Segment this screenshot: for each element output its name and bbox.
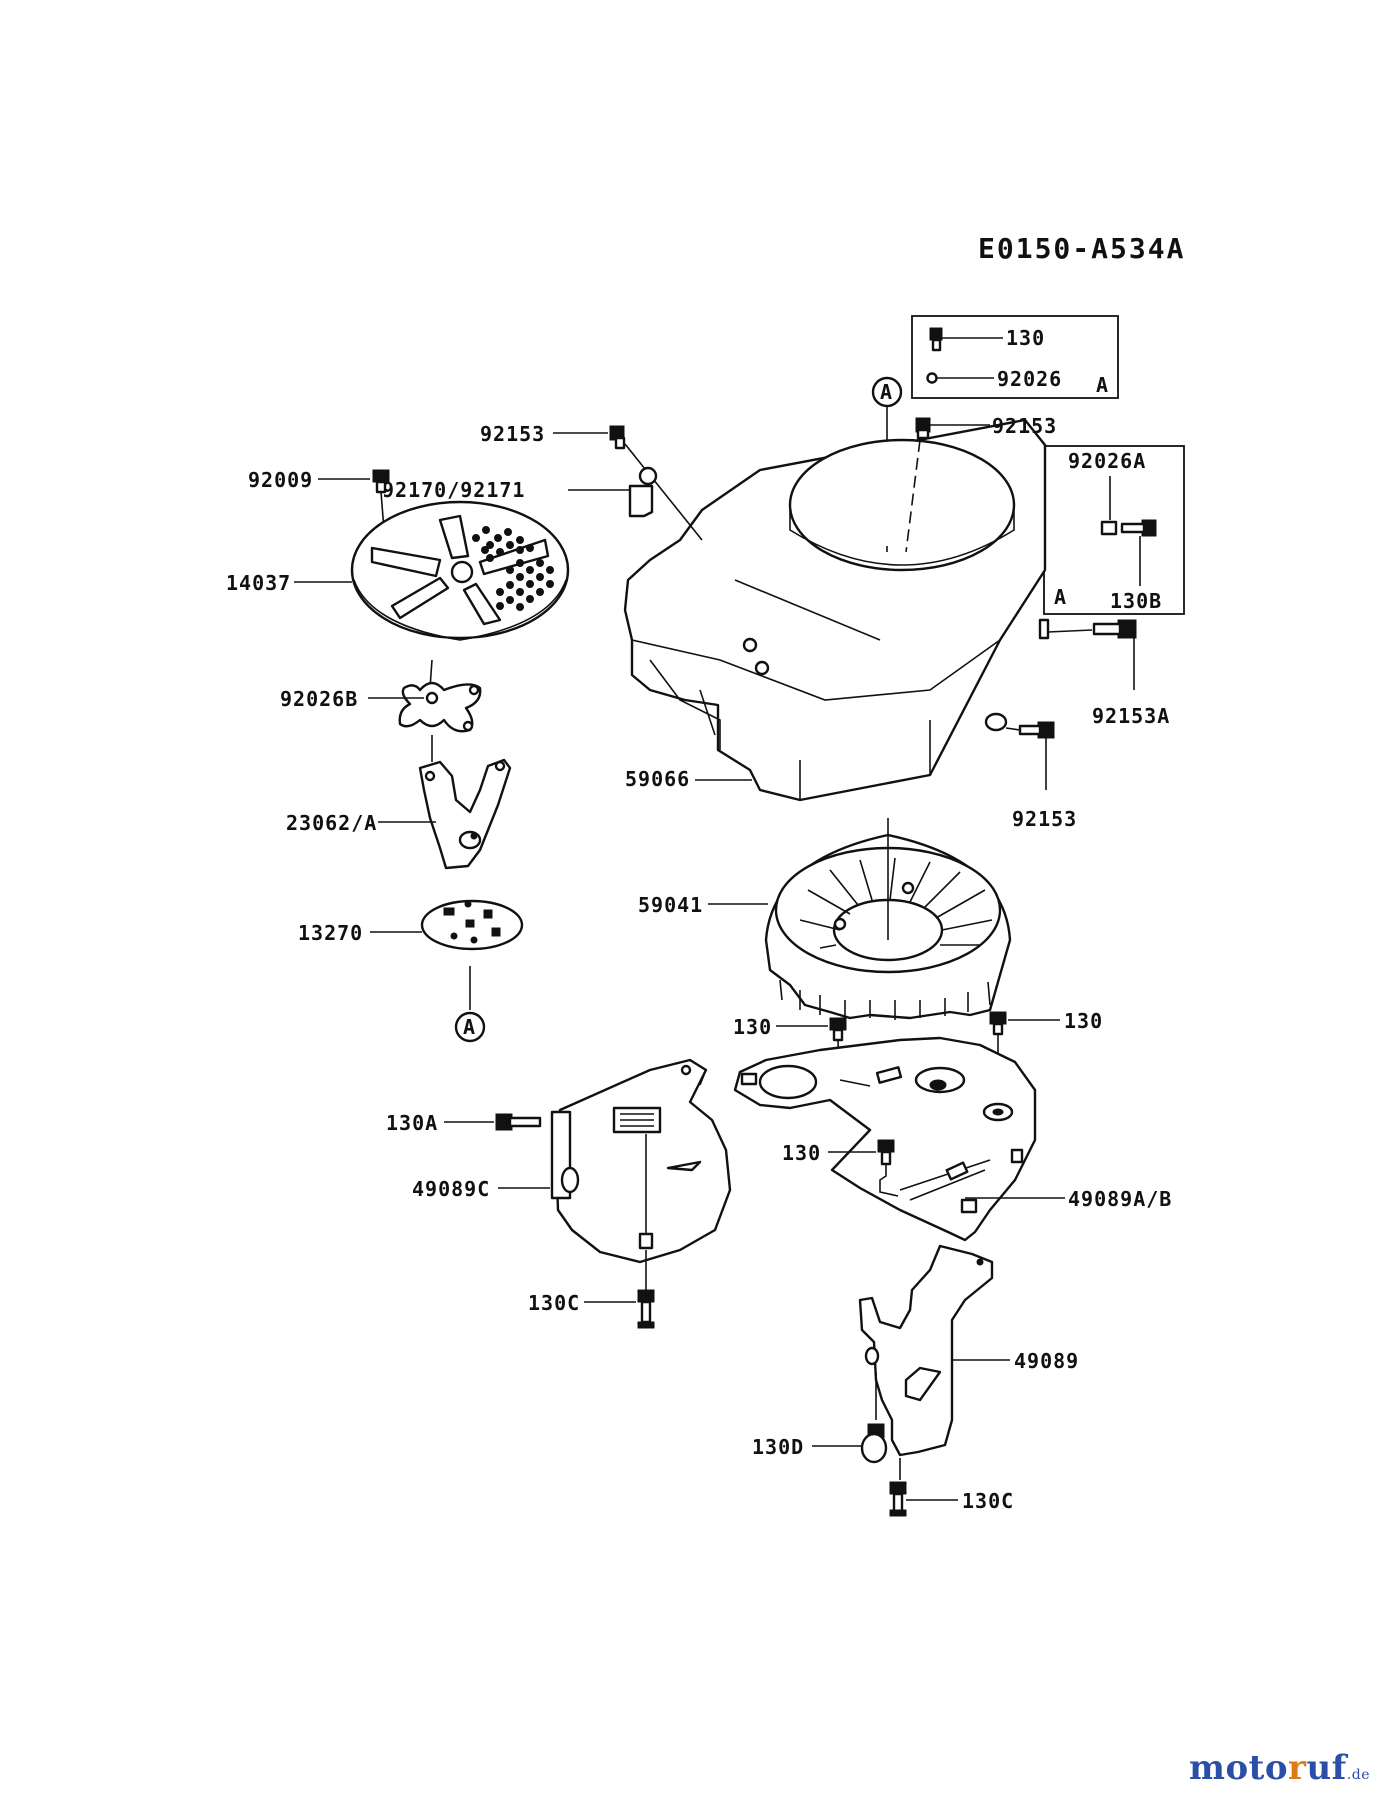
detail-box-1 bbox=[911, 315, 1119, 399]
bolt-130D bbox=[860, 1423, 888, 1464]
label-59041: 59041 bbox=[638, 893, 703, 917]
mesh-holes bbox=[472, 526, 554, 611]
label-130C-right: 130C bbox=[962, 1489, 1014, 1513]
clip-92170 bbox=[628, 466, 658, 518]
blower-housing-59066 bbox=[623, 418, 1050, 802]
reference-a-bottom: A bbox=[463, 1015, 476, 1039]
label-92026A: 92026A bbox=[1068, 449, 1146, 473]
label-130-middle: 130 bbox=[782, 1141, 821, 1165]
circle-reference-icon bbox=[454, 1011, 486, 1043]
bolt-92153-center bbox=[915, 417, 931, 440]
label-92026-box: 92026 bbox=[997, 367, 1062, 391]
label-92153-left: 92153 bbox=[480, 422, 545, 446]
bolt-92153-left bbox=[609, 425, 626, 450]
washer-icon bbox=[926, 372, 938, 384]
baffle-49089AB bbox=[733, 1036, 1037, 1242]
label-130A: 130A bbox=[386, 1111, 438, 1135]
label-92153-lower: 92153 bbox=[1012, 807, 1077, 831]
label-130-right: 130 bbox=[1064, 1009, 1103, 1033]
label-92009: 92009 bbox=[248, 468, 313, 492]
label-49089AB: 49089A/B bbox=[1068, 1187, 1172, 1211]
detail-box-1-ref: A bbox=[1096, 373, 1109, 397]
label-13270: 13270 bbox=[298, 921, 363, 945]
label-130-left: 130 bbox=[733, 1015, 772, 1039]
bolt-icon bbox=[1120, 519, 1157, 537]
detail-box-2-ref: A bbox=[1054, 585, 1067, 609]
bolt-icon bbox=[929, 327, 943, 352]
label-130C-left: 130C bbox=[528, 1291, 580, 1315]
watermark-suffix: .de bbox=[1346, 1767, 1370, 1783]
bolt-130-left bbox=[829, 1017, 847, 1042]
bracket-23062 bbox=[418, 758, 512, 870]
watermark-part-1: moto bbox=[1188, 1748, 1289, 1788]
watermark-part-2: r bbox=[1288, 1748, 1307, 1788]
label-14037: 14037 bbox=[226, 571, 291, 595]
bushing-icon bbox=[1100, 520, 1118, 536]
baffle-49089 bbox=[858, 1244, 994, 1457]
label-49089: 49089 bbox=[1014, 1349, 1079, 1373]
bolt-130C-right bbox=[889, 1481, 907, 1517]
bolt-130-right bbox=[989, 1011, 1007, 1036]
watermark-part-3: uf bbox=[1306, 1748, 1347, 1788]
bolt-92153-lower bbox=[1018, 721, 1055, 739]
bolt-130A bbox=[495, 1113, 542, 1131]
bolt-130C-left bbox=[637, 1289, 655, 1329]
plate-13270 bbox=[420, 899, 524, 951]
washer-92026B bbox=[398, 681, 482, 733]
watermark-logo: motoruf.de bbox=[1189, 1748, 1370, 1788]
label-92153A: 92153A bbox=[1092, 704, 1170, 728]
label-92026B: 92026B bbox=[280, 687, 358, 711]
label-23062: 23062/A bbox=[286, 811, 377, 835]
label-130D: 130D bbox=[752, 1435, 804, 1459]
label-130B: 130B bbox=[1110, 589, 1162, 613]
label-92153-center: 92153 bbox=[992, 414, 1057, 438]
label-59066: 59066 bbox=[625, 767, 690, 791]
label-49089C: 49089C bbox=[412, 1177, 490, 1201]
label-130-box: 130 bbox=[1006, 326, 1045, 350]
diagram-code: E0150-A534A bbox=[978, 232, 1185, 265]
bolt-92153A bbox=[1092, 619, 1137, 639]
baffle-49089C bbox=[550, 1058, 732, 1264]
screen-14037 bbox=[350, 500, 570, 641]
label-92170: 92170/92171 bbox=[382, 478, 525, 502]
reference-a-top: A bbox=[880, 380, 893, 404]
